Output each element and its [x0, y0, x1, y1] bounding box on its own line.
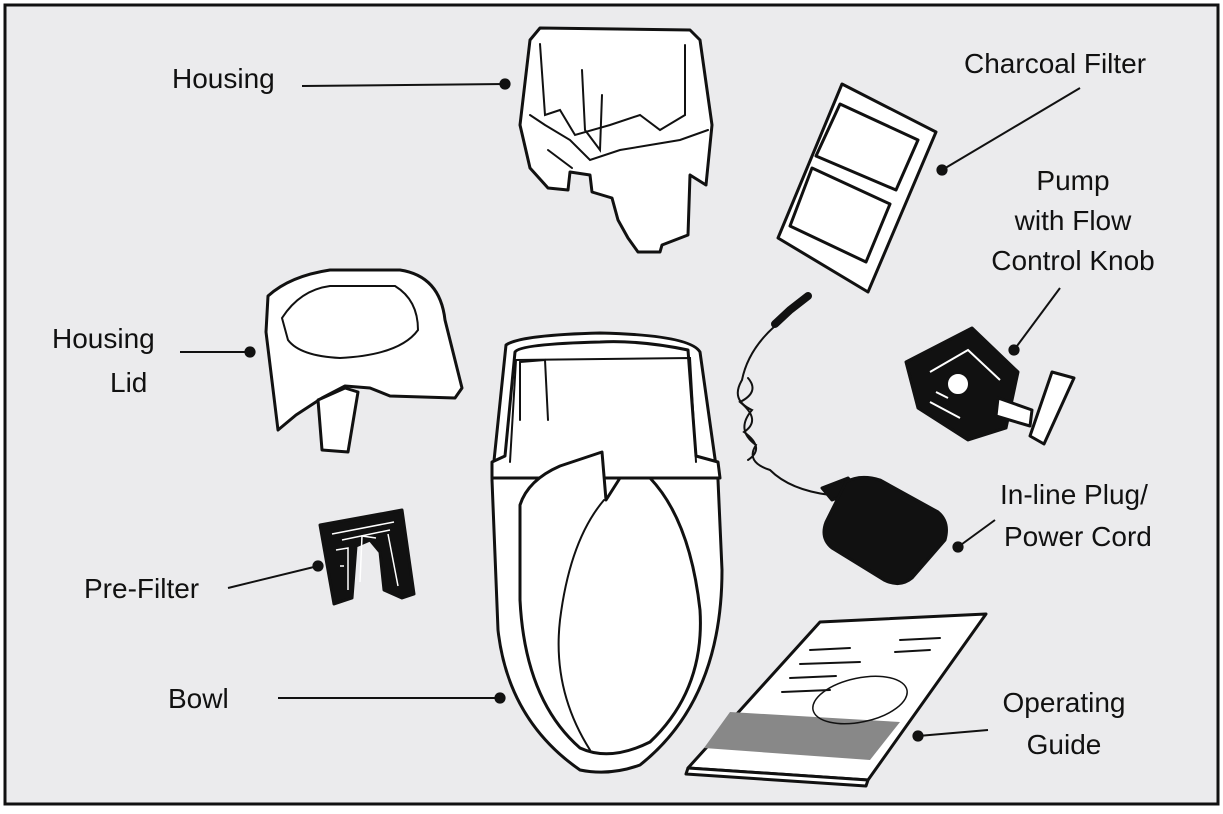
housing-lid-illustration: [264, 268, 464, 454]
pump-label-line2: with Flow: [1014, 205, 1132, 236]
pump-label-line1: Pump: [1036, 165, 1109, 196]
inline-plug-label-line2: Power Cord: [1004, 521, 1152, 552]
bowl-illustration: [490, 331, 724, 774]
housing-label: Housing: [172, 63, 275, 94]
operating-guide-leader: [912, 729, 989, 742]
power-cord-illustration: [736, 292, 948, 585]
pre-filter-label: Pre-Filter: [84, 573, 199, 604]
operating-guide-illustration: [684, 612, 988, 788]
inline-plug-label-line1: In-line Plug/: [1000, 479, 1148, 510]
housing-leader: [301, 78, 511, 90]
charcoal-filter-leader: [936, 87, 1081, 176]
power-cord-leader: [952, 519, 996, 553]
pump-illustration: [904, 326, 1076, 446]
operating-guide-label-line1: Operating: [1003, 687, 1126, 718]
pre-filter-illustration: [318, 508, 416, 606]
pump-leader: [1008, 287, 1061, 356]
bowl-label: Bowl: [168, 683, 229, 714]
housing-illustration: [518, 26, 714, 254]
charcoal-filter-label: Charcoal Filter: [964, 48, 1146, 79]
operating-guide-label-line2: Guide: [1027, 729, 1102, 760]
housing-lid-label-line2: Lid: [110, 367, 147, 398]
pump-label-line3: Control Knob: [991, 245, 1154, 276]
pre-filter-leader: [227, 560, 324, 589]
charcoal-filter-illustration: [776, 82, 938, 294]
housing-lid-label-line1: Housing: [52, 323, 155, 354]
